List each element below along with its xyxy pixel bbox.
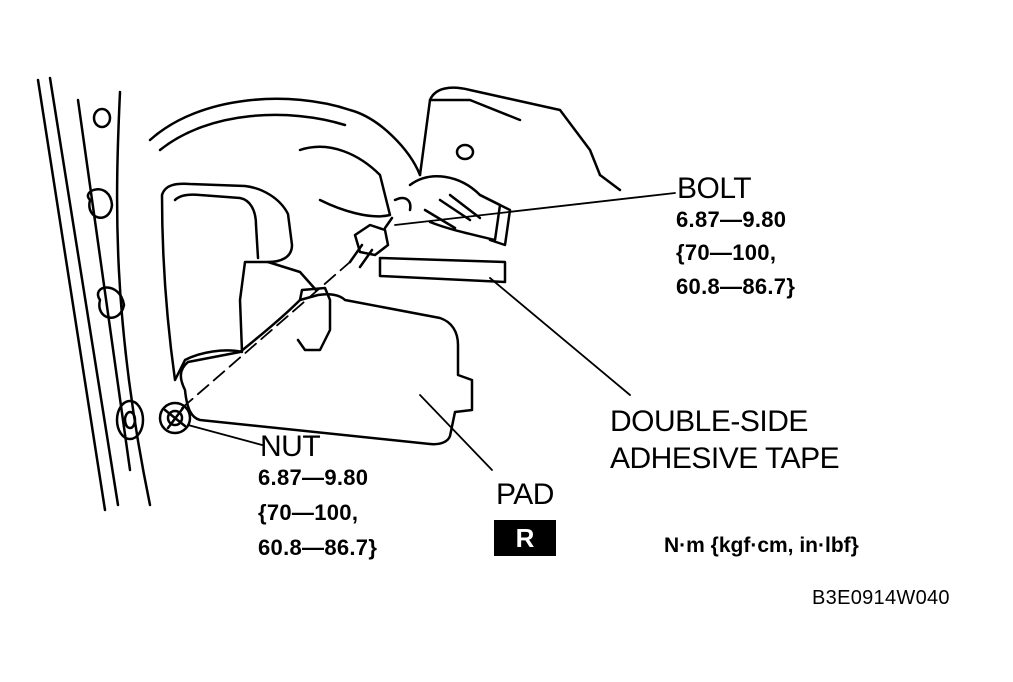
upper-pad-inner (173, 193, 260, 260)
adhesive-tape (378, 256, 507, 284)
pad-notch (296, 286, 332, 352)
bolt-torque-line-3: 60.8—86.7} (676, 274, 796, 299)
nut-torque-line-1: 6.87—9.80 (258, 465, 369, 490)
tape-leader (489, 277, 631, 396)
tape-label-line-1: DOUBLE-SIDE (610, 405, 808, 438)
nut-torque-line-3: 60.8—86.7} (258, 535, 378, 560)
tape-label-line-2: ADHESIVE TAPE (610, 442, 840, 475)
fastener-axis (181, 261, 351, 409)
nut-torque-line-2: {70—100, (258, 500, 359, 525)
bolt-leader (394, 192, 676, 226)
leader-lines (187, 192, 676, 471)
upper-pad (160, 182, 294, 382)
lower-pad (179, 292, 474, 446)
mechanism-bracket (298, 145, 512, 247)
figure-code: B3E0914W040 (812, 587, 950, 609)
pad-leader (419, 394, 493, 471)
nut-icon (158, 401, 192, 435)
bolt-torque-line-2: {70—100, (676, 240, 777, 265)
pad-badge-r: R (494, 520, 556, 556)
bolt-torque-line-1: 6.87—9.80 (676, 207, 787, 232)
torque-units: N·m {kgf·cm, in·lbf} (664, 534, 859, 557)
nut-label: NUT (260, 430, 321, 463)
pad-label: PAD (496, 478, 554, 511)
nut-leader (187, 424, 263, 446)
bolt-label: BOLT (677, 172, 752, 205)
bolt-icon (348, 216, 394, 269)
pad-strap (266, 260, 318, 292)
door-frame (36, 76, 152, 512)
door-inner-panel (86, 86, 622, 441)
